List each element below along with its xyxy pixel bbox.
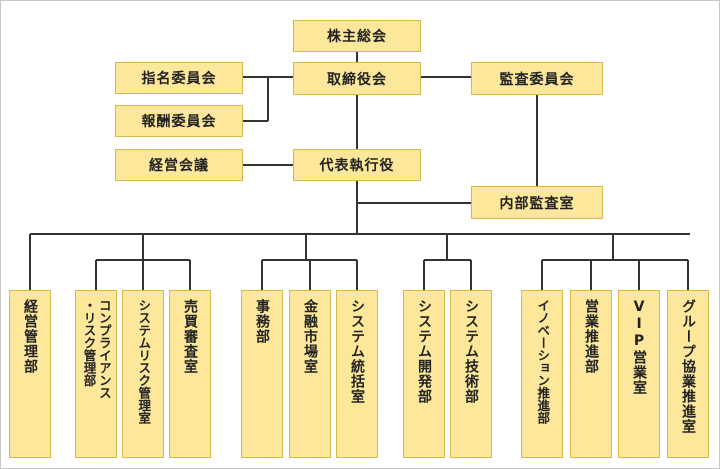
management-meeting-box: 経営会議 (115, 149, 243, 181)
department-label: 事務部 (254, 299, 271, 344)
nomination-committee-label: 指名委員会 (141, 71, 217, 87)
department-label: システム技術部 (463, 299, 480, 404)
shareholders-meeting-label: 株主総会 (327, 29, 387, 45)
compensation-committee-box: 報酬委員会 (115, 105, 243, 137)
department-box-vip-sales: VIP営業室 (618, 290, 660, 458)
compensation-committee-label: 報酬委員会 (141, 114, 217, 130)
department-label: システム開発部 (416, 299, 433, 404)
internal-audit-box: 内部監査室 (471, 186, 603, 219)
department-label-cont: ・リスク管理部 (81, 299, 97, 387)
audit-committee-label: 監査委員会 (499, 71, 575, 88)
board-of-directors-box: 取締役会 (293, 62, 421, 95)
department-box-group-collaboration: グループ協業推進室 (667, 290, 709, 458)
shareholders-meeting-box: 株主総会 (293, 20, 421, 52)
department-box-trading-review: 売買審査室 (169, 290, 211, 458)
department-box-financial-markets: 金融市場室 (289, 290, 331, 458)
department-label: 金融市場室 (302, 299, 319, 374)
department-label: グループ協業推進室 (680, 299, 697, 434)
department-box-compliance: コンプライアンス ・リスク管理部 (75, 290, 117, 458)
department-box-management: 経営管理部 (9, 290, 51, 458)
internal-audit-label: 内部監査室 (499, 195, 575, 212)
department-label: イノベーション推進部 (535, 299, 551, 424)
department-box-system-development: システム開発部 (403, 290, 445, 458)
department-box-system-control: システム統括室 (336, 290, 378, 458)
audit-committee-box: 監査委員会 (471, 62, 603, 95)
department-box-system-technology: システム技術部 (450, 290, 492, 458)
department-box-innovation: イノベーション推進部 (521, 290, 563, 458)
department-label: 売買審査室 (182, 299, 199, 374)
department-box-system-risk: システムリスク管理室 (122, 290, 164, 458)
board-of-directors-label: 取締役会 (327, 71, 387, 88)
department-box-sales-promotion: 営業推進部 (570, 290, 612, 458)
department-label: システムリスク管理室 (136, 299, 152, 424)
department-label: コンプライアンス (96, 299, 112, 399)
department-label: システム統括室 (349, 299, 366, 404)
department-label: 経営管理部 (22, 299, 39, 374)
management-meeting-label: 経営会議 (149, 158, 209, 174)
ceo-label: 代表執行役 (319, 158, 395, 174)
department-label: VIP営業室 (631, 299, 648, 395)
ceo-box: 代表執行役 (293, 149, 421, 181)
department-label: 営業推進部 (583, 299, 600, 374)
nomination-committee-box: 指名委員会 (115, 62, 243, 94)
department-box-operations: 事務部 (241, 290, 283, 458)
